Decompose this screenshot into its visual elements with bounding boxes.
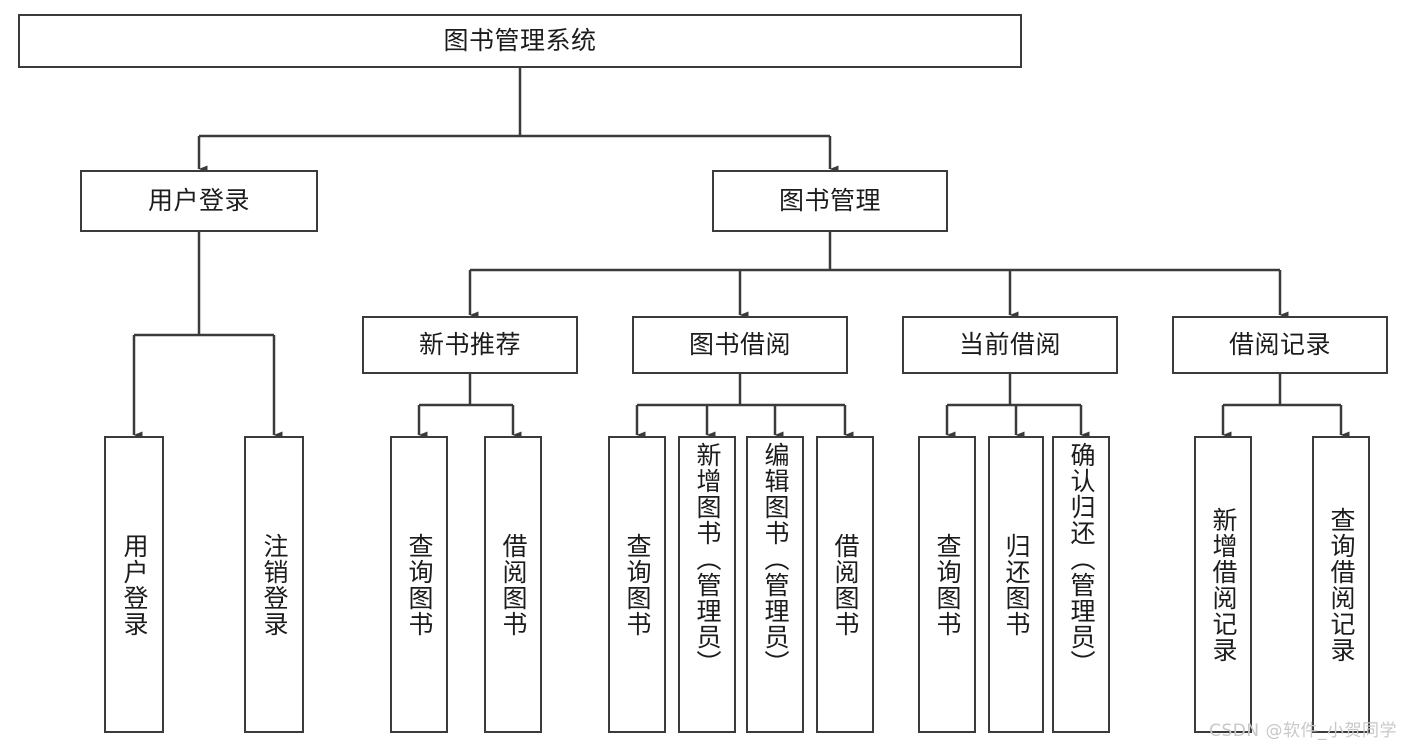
node-label: 注销登录 — [260, 532, 289, 637]
node-label: 借阅图书 — [831, 532, 860, 637]
leaf-node-0: 用户登录 — [104, 436, 164, 733]
leaf-node-12: 查询借阅记录 — [1312, 436, 1370, 733]
node-label: 查询借阅记录 — [1327, 506, 1356, 663]
level1-node-1: 图书管理 — [712, 170, 948, 232]
node-label: 新增借阅记录 — [1209, 506, 1238, 663]
leaf-node-5: 新增图书（管理员） — [678, 436, 736, 733]
node-label: 借阅记录 — [1228, 330, 1331, 359]
level1-node-0: 用户登录 — [80, 170, 318, 232]
node-label: 借阅图书 — [499, 532, 528, 637]
level2-node-1: 图书借阅 — [632, 316, 848, 374]
level2-node-0: 新书推荐 — [362, 316, 578, 374]
node-label: 确认归还（管理员） — [1067, 442, 1096, 676]
leaf-node-3: 借阅图书 — [484, 436, 542, 733]
node-label: 查询图书 — [933, 532, 962, 637]
node-label: 新增图书（管理员） — [693, 442, 722, 676]
leaf-node-6: 编辑图书（管理员） — [746, 436, 804, 733]
level2-node-2: 当前借阅 — [902, 316, 1118, 374]
node-label: 图书管理系统 — [443, 26, 597, 55]
node-label: 当前借阅 — [958, 330, 1061, 359]
leaf-node-4: 查询图书 — [608, 436, 666, 733]
leaf-node-2: 查询图书 — [390, 436, 448, 733]
node-label: 查询图书 — [405, 532, 434, 637]
leaf-node-7: 借阅图书 — [816, 436, 874, 733]
csdn-watermark: CSDN @软件_小贺同学 — [1209, 721, 1397, 741]
leaf-node-11: 新增借阅记录 — [1194, 436, 1252, 733]
node-label: 用户登录 — [147, 186, 250, 215]
node-label: 查询图书 — [623, 532, 652, 637]
node-label: 用户登录 — [120, 532, 149, 637]
leaf-node-8: 查询图书 — [918, 436, 976, 733]
node-label: 编辑图书（管理员） — [761, 442, 790, 676]
leaf-node-10: 确认归还（管理员） — [1052, 436, 1110, 733]
node-label: 图书管理 — [778, 186, 881, 215]
node-label: 图书借阅 — [688, 330, 791, 359]
node-label: 归还图书 — [1002, 532, 1031, 637]
leaf-node-1: 注销登录 — [244, 436, 304, 733]
level2-node-3: 借阅记录 — [1172, 316, 1388, 374]
root-node: 图书管理系统 — [18, 14, 1022, 68]
leaf-node-9: 归还图书 — [988, 436, 1044, 733]
node-label: 新书推荐 — [418, 330, 521, 359]
